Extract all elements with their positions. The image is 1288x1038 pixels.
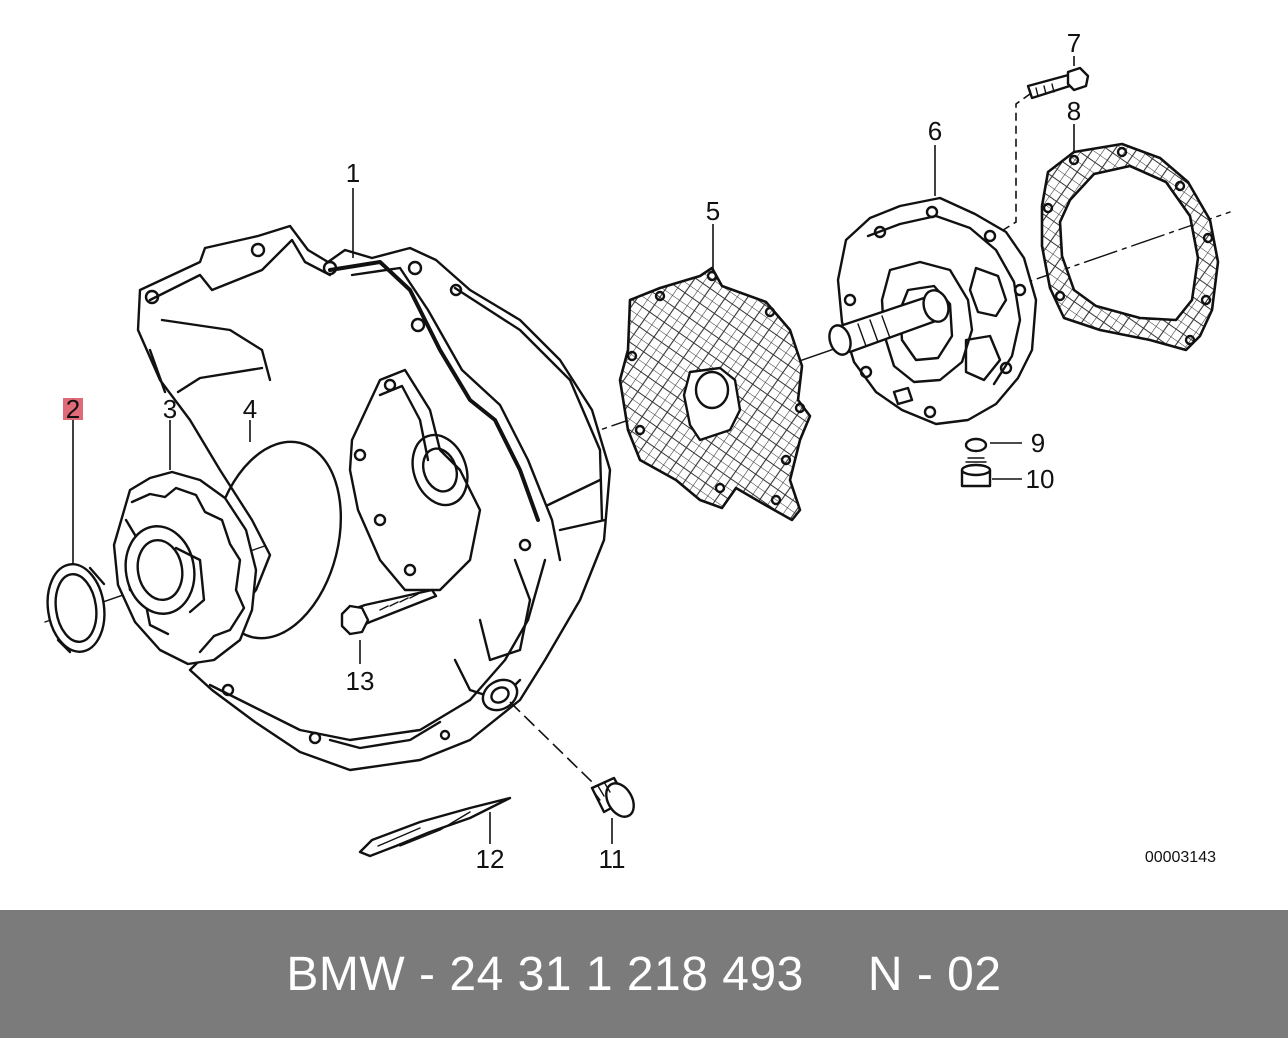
page-ref-text: N - 02 [867, 947, 1002, 1001]
callout-11: 11 [599, 844, 626, 874]
gasket-plate [618, 266, 812, 522]
exploded-view-drawing: 1 2 3 4 5 6 7 8 9 10 11 12 13 00003143 [44, 28, 1231, 874]
front-cover [112, 470, 258, 666]
hex-bolt-13 [340, 588, 438, 636]
cover-gasket [1040, 142, 1220, 352]
callout-12: 12 [476, 844, 505, 874]
callout-labels: 1 2 3 4 5 6 7 8 9 10 11 12 13 00003143 [63, 28, 1216, 874]
screw-plug-11 [590, 776, 635, 818]
callout-7: 7 [1067, 28, 1081, 58]
callout-4: 4 [243, 394, 257, 424]
radial-shaft-seal [46, 563, 106, 654]
clip-strip-12 [358, 796, 512, 858]
callout-13: 13 [346, 666, 375, 696]
part-number-text: BMW - 24 31 1 218 493 [286, 947, 804, 1001]
diagram-code: 00003143 [1145, 849, 1216, 866]
oil-pump [828, 196, 1038, 426]
plug-10 [960, 457, 992, 488]
callout-5: 5 [706, 196, 720, 226]
callout-9: 9 [1031, 428, 1045, 458]
callout-3: 3 [163, 394, 177, 424]
callout-10: 10 [1026, 464, 1055, 494]
transmission-housing [136, 224, 612, 772]
callout-2-highlight [63, 398, 83, 420]
bolt-7 [1026, 66, 1090, 100]
callout-2: 2 [66, 394, 80, 424]
leader-lines [72, 56, 1075, 844]
callout-1: 1 [346, 158, 360, 188]
callout-8: 8 [1067, 96, 1081, 126]
callout-6: 6 [928, 116, 942, 146]
part-number-footer: BMW - 24 31 1 218 493 N - 02 [0, 910, 1288, 1038]
exploded-view-diagram: 1 2 3 4 5 6 7 8 9 10 11 12 13 00003143 [44, 28, 1231, 874]
sealing-washer [964, 437, 988, 453]
